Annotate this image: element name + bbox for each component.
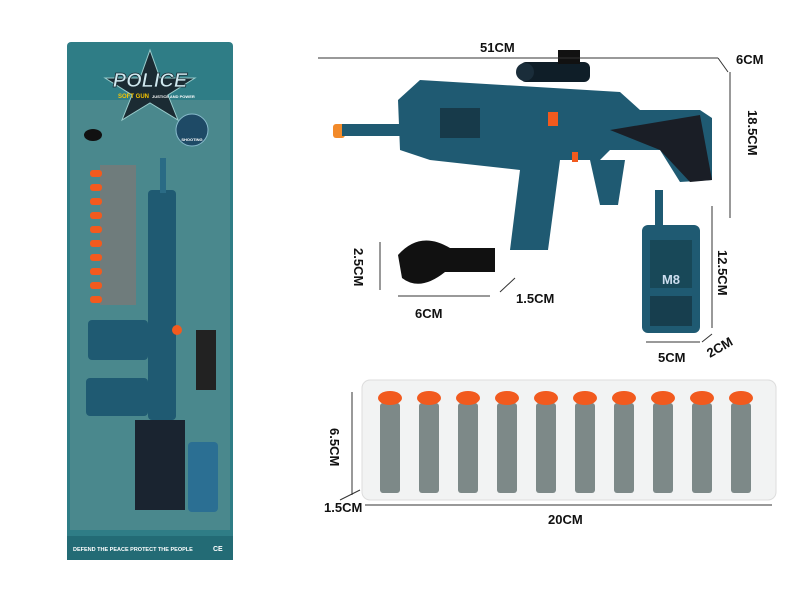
gun-length-label: 51CM [480, 40, 515, 55]
dart [495, 391, 519, 493]
dart [729, 391, 753, 493]
darts-height-label: 6.5CM [327, 428, 342, 466]
radio-height-label: 12.5CM [715, 250, 730, 296]
gun-depth-label: 6CM [736, 52, 763, 67]
dart [573, 391, 597, 493]
radio-on-card [188, 442, 218, 512]
dart-tip [651, 391, 675, 405]
dart [456, 391, 480, 493]
dart-tip [417, 391, 441, 405]
dart [690, 391, 714, 493]
dart-body [731, 403, 751, 493]
package-card: POLICE SOFT GUN JUSTICE AND POWER SHOOTI… [67, 42, 233, 560]
darts-tray [361, 379, 777, 501]
dart [612, 391, 636, 493]
whistle-height-label: 2.5CM [351, 248, 366, 286]
dart-tip [729, 391, 753, 405]
dart-tip [534, 391, 558, 405]
badge-text: SHOOTING [181, 137, 202, 142]
gun-height-label: 18.5CM [745, 110, 760, 156]
darts-length-label: 20CM [548, 512, 583, 527]
dart-body [614, 403, 634, 493]
dart-body [692, 403, 712, 493]
dart-body [419, 403, 439, 493]
dart-body [575, 403, 595, 493]
dart [651, 391, 675, 493]
walkie-talkie: M8 [642, 190, 700, 333]
ce-mark: CE [213, 546, 223, 553]
package-subtitle: SOFT GUN [118, 94, 149, 100]
whistle-length-label: 6CM [415, 306, 442, 321]
dart-tip [495, 391, 519, 405]
dart-tip [573, 391, 597, 405]
dart-body [497, 403, 517, 493]
package-footer: DEFEND THE PEACE PROTECT THE PEOPLE [73, 547, 193, 553]
dart-tip [456, 391, 480, 405]
radio-depth-label: 2CM [704, 334, 735, 361]
dart-tip [378, 391, 402, 405]
dart-tip [690, 391, 714, 405]
dart [534, 391, 558, 493]
walkie-display: M8 [662, 272, 680, 287]
gun-on-card [86, 158, 216, 510]
shooting-badge [175, 113, 209, 147]
dart [378, 391, 402, 493]
rifle [333, 50, 712, 250]
dart-body [458, 403, 478, 493]
whistle-on-card [84, 129, 102, 141]
dart-body [536, 403, 556, 493]
darts-depth-label: 1.5CM [324, 500, 362, 515]
dart-tip [612, 391, 636, 405]
whistle [398, 240, 495, 284]
dart [417, 391, 441, 493]
whistle-depth-label: 1.5CM [516, 291, 554, 306]
package-title: POLICE [113, 70, 188, 92]
package-tagline: JUSTICE AND POWER [152, 94, 195, 99]
darts-on-card [90, 165, 136, 305]
dart-body [380, 403, 400, 493]
dart-body [653, 403, 673, 493]
radio-width-label: 5CM [658, 350, 685, 365]
